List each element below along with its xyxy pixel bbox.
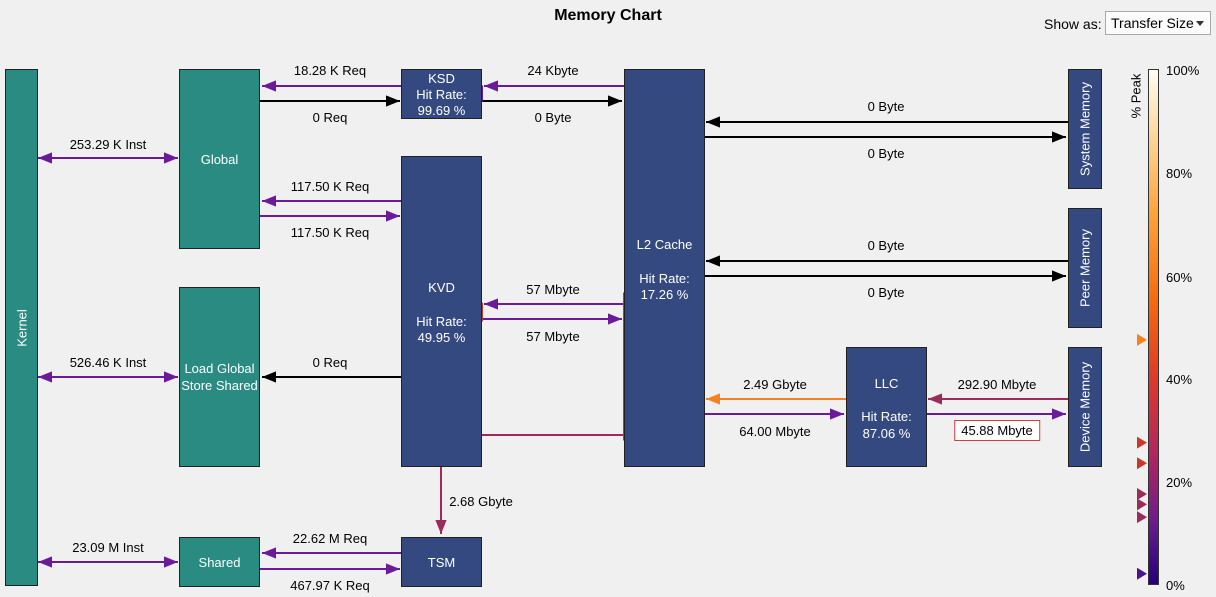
node-shared[interactable]: Shared bbox=[179, 537, 260, 587]
edge-label-tsm-to-shared: 22.62 M Req bbox=[292, 531, 368, 546]
edge-label-kvd-to-global: 117.50 K Req bbox=[290, 179, 370, 194]
node-lgss-label-2: Store Shared bbox=[181, 378, 258, 393]
show-as-value: Transfer Size bbox=[1111, 15, 1194, 31]
node-llc-hit-rate: 87.06 % bbox=[862, 426, 911, 441]
colorbar-tick-20: 20% bbox=[1166, 475, 1193, 490]
show-as-label: Show as: bbox=[1044, 16, 1102, 32]
colorbar-marker-3 bbox=[1137, 488, 1147, 501]
edge-label-kernel-lgss: 526.46 K Inst bbox=[69, 355, 147, 370]
colorbar-tick-60: 60% bbox=[1166, 270, 1193, 285]
node-ksd[interactable]: KSD Hit Rate: 99.69 % bbox=[401, 69, 482, 119]
node-load-global-store-shared[interactable]: Load Global Store Shared bbox=[179, 287, 260, 467]
node-device-memory[interactable]: Device Memory bbox=[1068, 347, 1102, 467]
colorbar-marker-5 bbox=[1137, 511, 1147, 524]
edge-label-l2-to-peer: 0 Byte bbox=[867, 285, 905, 300]
edge-label-l2-to-llc: 64.00 Mbyte bbox=[739, 424, 811, 439]
edge-label-llc-to-dev: 45.88 Mbyte bbox=[954, 420, 1040, 441]
node-llc-hit-label: Hit Rate: bbox=[861, 409, 912, 424]
node-l2-hit-label: Hit Rate: bbox=[639, 271, 690, 286]
colorbar-marker-2 bbox=[1137, 457, 1147, 470]
colorbar-tick-40: 40% bbox=[1166, 372, 1193, 387]
node-peer-memory[interactable]: Peer Memory bbox=[1068, 208, 1102, 328]
colorbar-marker-0 bbox=[1137, 333, 1147, 346]
node-llc-label: LLC bbox=[874, 376, 899, 391]
node-kernel[interactable]: Kernel bbox=[5, 69, 38, 586]
colorbar-marker-4 bbox=[1137, 498, 1147, 511]
edge-label-global-to-ksd: 0 Req bbox=[312, 110, 348, 125]
node-l2-label: L2 Cache bbox=[636, 237, 693, 252]
edge-label-l2-to-sys: 0 Byte bbox=[867, 146, 905, 161]
node-l2-cache[interactable]: L2 Cache Hit Rate: 17.26 % bbox=[624, 69, 705, 467]
edge-label-sys-to-l2: 0 Byte bbox=[867, 99, 905, 114]
colorbar-marker-6 bbox=[1137, 567, 1147, 580]
node-ksd-hit-label: Hit Rate: bbox=[416, 87, 467, 102]
edge-label-shared-to-tsm: 467.97 K Req bbox=[290, 578, 370, 593]
edge-label-ksd-to-l2: 0 Byte bbox=[534, 110, 572, 125]
edge-label-llc-to-l2: 2.49 Gbyte bbox=[743, 377, 807, 392]
edge-label-dev-to-llc: 292.90 Mbyte bbox=[957, 377, 1037, 392]
node-kvd[interactable]: KVD Hit Rate: 49.95 % bbox=[401, 156, 482, 467]
node-ksd-label: KSD bbox=[428, 71, 455, 86]
node-tsm-label: TSM bbox=[427, 555, 456, 570]
node-global-label: Global bbox=[200, 152, 239, 167]
edge-label-kernel-shared: 23.09 M Inst bbox=[72, 540, 144, 555]
node-l2-hit-rate: 17.26 % bbox=[640, 287, 689, 302]
edge-label-global-to-kvd: 117.50 K Req bbox=[290, 225, 370, 240]
colorbar-tick-0: 0% bbox=[1166, 578, 1185, 593]
edge-label-kvd-to-lgss: 0 Req bbox=[312, 355, 348, 370]
show-as-select[interactable]: Transfer Size bbox=[1105, 11, 1211, 35]
node-kvd-label: KVD bbox=[428, 280, 455, 295]
chevron-down-icon bbox=[1196, 21, 1204, 26]
edge-label-l2-to-tsm: 2.68 Gbyte bbox=[449, 494, 513, 509]
edge-label-ksd-to-global: 18.28 K Req bbox=[293, 63, 367, 78]
node-kvd-hit-label: Hit Rate: bbox=[416, 314, 467, 329]
edge-label-l2-to-kvd: 57 Mbyte bbox=[526, 282, 580, 297]
edge-label-kernel-global: 253.29 K Inst bbox=[69, 137, 147, 152]
colorbar-tick-80: 80% bbox=[1166, 166, 1193, 181]
node-kvd-hit-rate: 49.95 % bbox=[417, 330, 466, 345]
node-lgss-label-1: Load Global bbox=[184, 361, 255, 376]
colorbar-marker-1 bbox=[1137, 436, 1147, 449]
edge-label-peer-to-l2: 0 Byte bbox=[867, 238, 905, 253]
node-global[interactable]: Global bbox=[179, 69, 260, 249]
node-tsm[interactable]: TSM bbox=[401, 537, 482, 587]
edge-label-kvd-to-l2: 57 Mbyte bbox=[526, 329, 580, 344]
colorbar bbox=[1148, 69, 1159, 585]
node-ksd-hit-rate: 99.69 % bbox=[417, 103, 466, 118]
node-llc[interactable]: LLC Hit Rate: 87.06 % bbox=[846, 347, 927, 467]
node-system-memory[interactable]: System Memory bbox=[1068, 69, 1102, 189]
node-shared-label: Shared bbox=[198, 555, 241, 570]
chart-title: Memory Chart bbox=[554, 7, 662, 24]
edge-label-l2-to-ksd: 24 Kbyte bbox=[527, 63, 579, 78]
colorbar-tick-100: 100% bbox=[1166, 63, 1200, 78]
